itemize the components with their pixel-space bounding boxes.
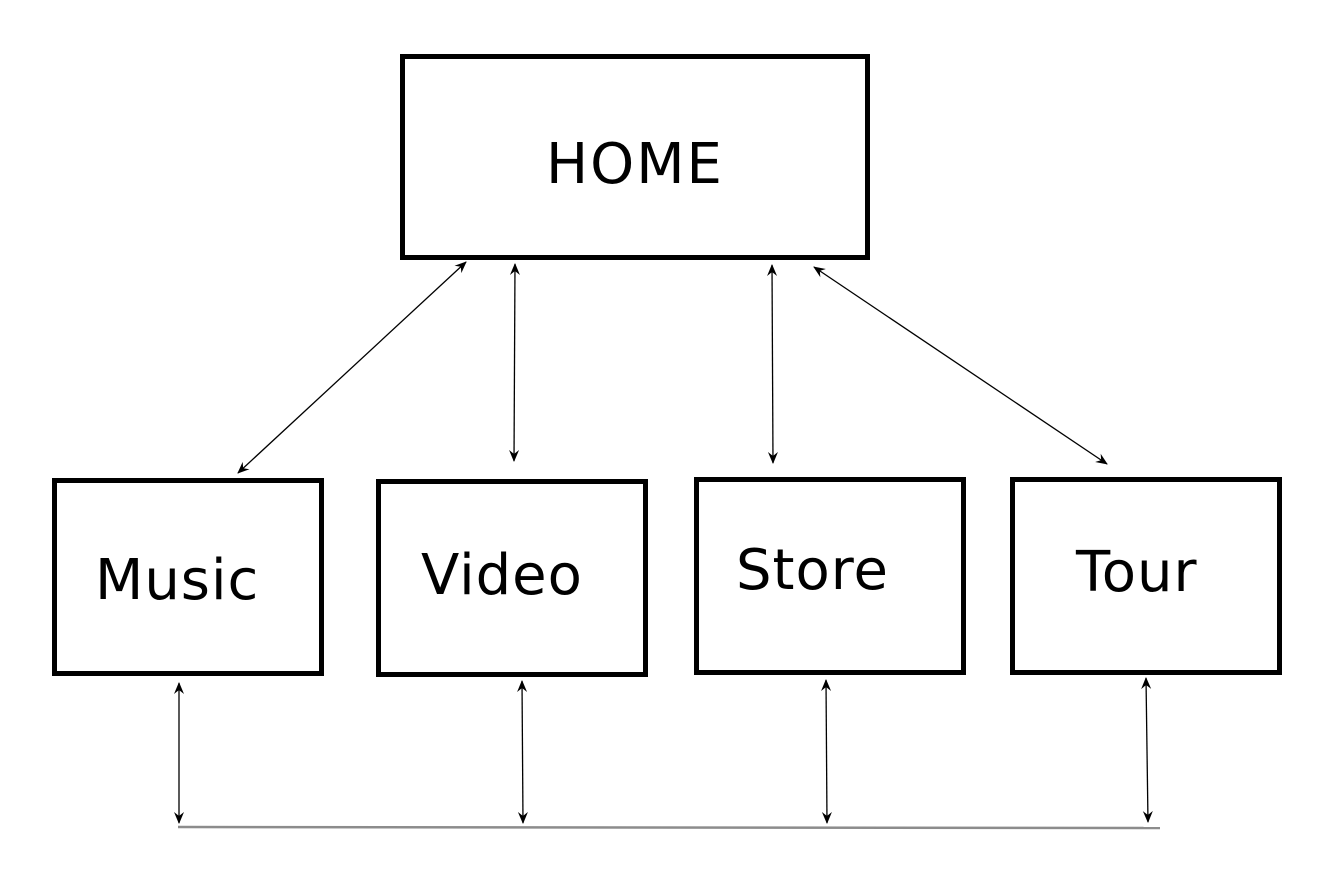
music-node: Music — [52, 478, 324, 676]
tour-node: Tour — [1010, 477, 1282, 675]
home-label: HOME — [546, 132, 724, 197]
video-label: Video — [421, 543, 583, 608]
edge-tour-bus — [1141, 677, 1153, 823]
store-label: Store — [736, 538, 890, 603]
store-node: Store — [694, 477, 966, 675]
edge-home-video — [509, 263, 520, 462]
tour-label: Tour — [1076, 540, 1198, 605]
music-label: Music — [95, 548, 260, 613]
home-node: HOME — [400, 54, 870, 260]
video-node: Video — [376, 479, 648, 677]
edge-home-tour — [813, 266, 1108, 465]
edge-home-music — [237, 261, 467, 474]
edge-video-bus — [517, 680, 528, 824]
bottom-bus-line — [177, 825, 1161, 830]
edge-home-store — [767, 264, 778, 464]
edge-store-bus — [821, 679, 832, 824]
